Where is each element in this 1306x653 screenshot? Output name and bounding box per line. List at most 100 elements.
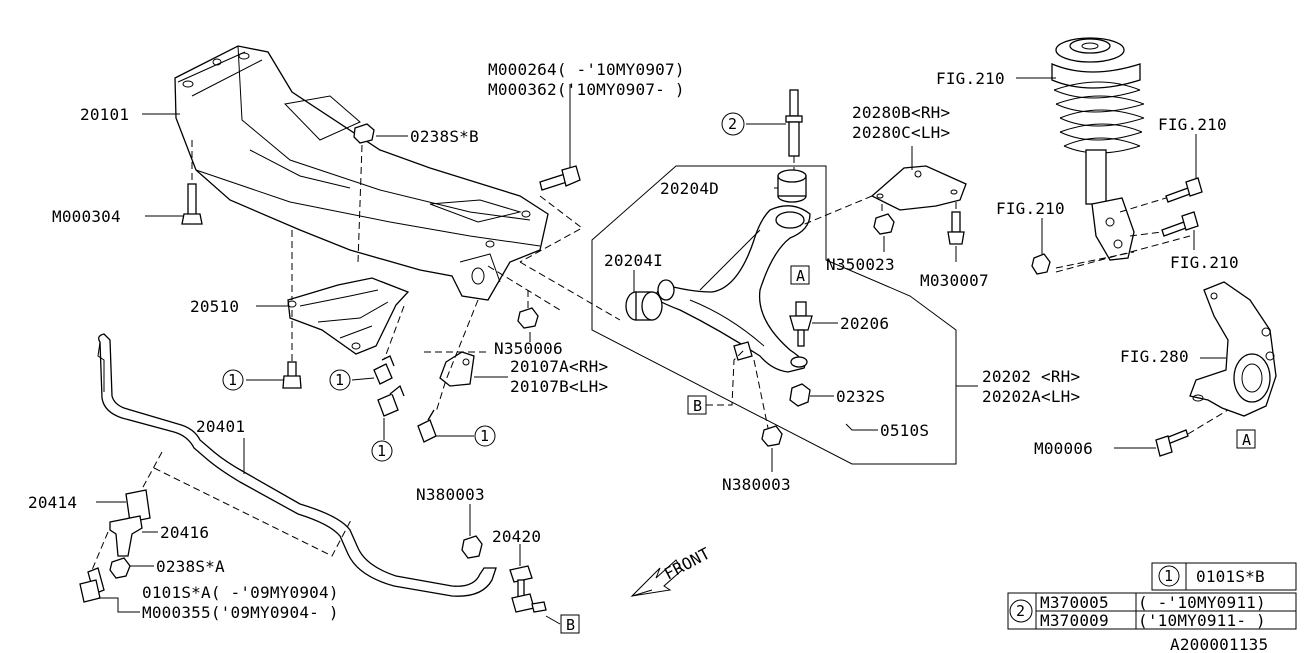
nut-0238sb <box>353 123 375 144</box>
label-20416: 20416 <box>160 523 209 542</box>
bolt-m00006 <box>1155 429 1189 457</box>
callout-circle-1 <box>222 369 244 391</box>
legend-row2-range-a: ( -'10MY0911) <box>1138 593 1266 612</box>
label-20420: 20420 <box>492 527 541 546</box>
label-fig210-nut: FIG.210 <box>996 199 1065 218</box>
legend-row2-range-b: ('10MY0911- ) <box>1138 611 1266 630</box>
label-m030007: M030007 <box>920 271 989 290</box>
legend-circle-2 <box>1009 599 1033 623</box>
bracket-20510 <box>287 277 410 355</box>
callout-circle-1d-text: 1 <box>480 427 489 445</box>
legend-table: 1 0101S*B 2 M370005 ( -'10MY0911) M37000… <box>1007 562 1297 630</box>
label-20202: 20202 <RH> <box>982 367 1080 386</box>
callout-circle-1b-text: 1 <box>335 371 344 389</box>
steering-knuckle <box>1189 281 1277 417</box>
label-m000304: M000304 <box>52 207 121 226</box>
label-20401: 20401 <box>196 417 245 436</box>
stabilizer-bar-20401 <box>97 333 497 597</box>
label-20204i: 20204I <box>604 251 663 270</box>
label-fig280: FIG.280 <box>1120 347 1189 366</box>
label-n380003-link: N380003 <box>416 485 485 504</box>
legend-row1-part: 0101S*B <box>1196 567 1265 586</box>
bolt-20107-right <box>417 409 437 443</box>
bolt-0101sa <box>79 567 105 603</box>
callout-box-a2-text: A <box>1242 431 1251 449</box>
bushing-20204i <box>625 279 675 321</box>
label-n350023: N350023 <box>826 255 895 274</box>
callout-circle-1-text: 1 <box>228 371 237 389</box>
nut-n380003-link <box>461 535 483 559</box>
label-20107b: 20107B<LH> <box>510 377 608 396</box>
nut-n350006 <box>517 307 539 329</box>
label-20101: 20101 <box>80 105 129 124</box>
label-n350006: N350006 <box>494 339 563 358</box>
label-fig210-strut: FIG.210 <box>936 69 1005 88</box>
label-20280c: 20280C<LH> <box>852 123 950 142</box>
label-20510: 20510 <box>190 297 239 316</box>
callout-circle-1c-text: 1 <box>377 442 386 460</box>
nut-strut <box>1031 253 1051 275</box>
label-20206: 20206 <box>840 314 889 333</box>
legend-circle-2-text: 2 <box>1016 602 1025 620</box>
ball-joint-20206 <box>789 301 813 347</box>
bracket-20107 <box>439 351 475 387</box>
strut-assembly <box>1051 37 1145 261</box>
label-m00006: M00006 <box>1034 439 1093 458</box>
label-0510s: 0510S <box>880 421 929 440</box>
bushing-20414 <box>125 489 151 523</box>
callout-circle-2-text: 2 <box>728 115 737 133</box>
label-20204d: 20204D <box>660 179 719 198</box>
legend-row2-part-a: M370005 <box>1040 593 1109 612</box>
bolt-strut-lower <box>1161 211 1199 237</box>
callout-box-b2 <box>560 614 580 634</box>
bolt-20107-left <box>377 384 405 417</box>
bolt-0101sb-b <box>373 355 395 385</box>
stud-bolt-2 <box>785 89 803 157</box>
bushing-20204d <box>777 169 807 203</box>
bolt-m000264 <box>539 165 581 191</box>
label-20202a: 20202A<LH> <box>982 387 1080 406</box>
label-0238sb: 0238S*B <box>410 127 479 146</box>
callout-box-a2 <box>1236 429 1256 449</box>
bolt-m000304 <box>181 183 203 225</box>
label-0101sa: 0101S*A( -'09MY0904) <box>142 583 339 602</box>
legend-circle-1-text: 1 <box>1164 567 1173 585</box>
label-front: FRONT <box>661 544 713 584</box>
control-arm-group-outline <box>591 165 957 465</box>
bracket-20280 <box>870 165 967 211</box>
callout-circle-1b <box>329 369 351 391</box>
label-20107a: 20107A<RH> <box>510 357 608 376</box>
label-n380003-arm: N380003 <box>722 475 791 494</box>
label-m000362: M000362('10MY0907- ) <box>488 80 685 99</box>
nut-0232s <box>789 383 811 407</box>
label-0238sa: 0238S*A <box>156 557 225 576</box>
callout-circle-2 <box>721 112 745 136</box>
legend-row2-part-b: M370009 <box>1040 611 1109 630</box>
nut-n350023 <box>873 213 895 235</box>
callout-circle-1d <box>474 425 496 447</box>
bolt-strut-upper <box>1165 177 1203 203</box>
stabilizer-link-20420 <box>509 565 547 613</box>
label-m000355: M000355('09MY0904- ) <box>142 603 339 622</box>
callout-box-a-text: A <box>796 267 805 285</box>
front-arrow-icon <box>630 559 683 597</box>
control-arm-20202 <box>653 205 811 373</box>
callout-box-b-text: B <box>693 397 702 415</box>
callout-circle-1c <box>371 440 393 462</box>
label-0232s: 0232S <box>836 387 885 406</box>
bolt-m030007 <box>947 211 965 245</box>
callout-box-a <box>790 265 810 285</box>
label-fig210-lower: FIG.210 <box>1170 253 1239 272</box>
callout-box-b2-text: B <box>566 616 575 634</box>
legend-circle-1 <box>1158 565 1180 587</box>
label-20280b: 20280B<RH> <box>852 103 950 122</box>
nut-0238sa <box>109 557 131 579</box>
label-fig210-upper: FIG.210 <box>1158 115 1227 134</box>
label-m000264: M000264( -'10MY0907) <box>488 60 685 79</box>
diagram-id: A200001135 <box>1170 635 1268 653</box>
bolt-0101sb-a <box>282 361 302 389</box>
nut-n380003-arm <box>761 425 783 447</box>
bracket-20416 <box>109 515 143 557</box>
label-20414: 20414 <box>28 493 77 512</box>
